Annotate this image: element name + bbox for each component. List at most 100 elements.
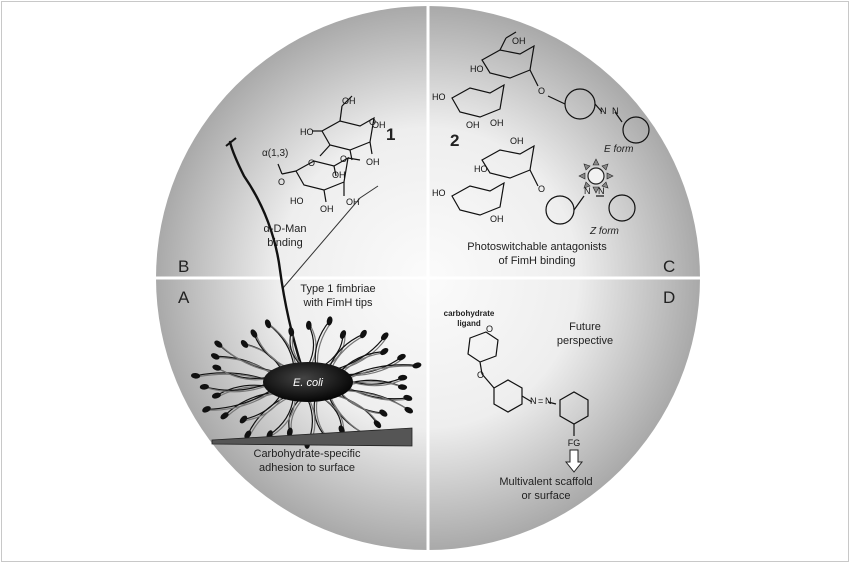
compound-number-1: 1 bbox=[386, 125, 395, 144]
fimh-tip bbox=[397, 353, 406, 361]
fimh-tip bbox=[240, 340, 249, 348]
z-form-label: Z form bbox=[589, 226, 619, 237]
fimbriae-label-line1: Type 1 fimbriae bbox=[300, 283, 375, 295]
e-coli-bacterium bbox=[263, 362, 353, 402]
chem-label: HO bbox=[432, 92, 446, 102]
fimh-tip bbox=[214, 340, 223, 348]
perspective-label-line1: Future bbox=[569, 321, 601, 333]
quadrant-letter-d: D bbox=[663, 288, 675, 307]
fimbria-shadow bbox=[348, 365, 419, 380]
fimh-tip bbox=[359, 329, 367, 339]
chem-label: N bbox=[598, 186, 605, 196]
photoswitch-caption-line2: of FimH binding bbox=[498, 255, 575, 267]
chem-label: N bbox=[545, 396, 552, 406]
fimh-tip bbox=[210, 353, 220, 360]
fimh-tip bbox=[202, 406, 211, 413]
fimh-tip bbox=[288, 327, 295, 337]
chem-label: HO bbox=[474, 164, 488, 174]
adhesion-caption-line2: adhesion to surface bbox=[259, 462, 355, 474]
fimbria bbox=[204, 382, 269, 391]
azobenzene-glycoside-e-form: OH HO HO OH OH O N N bbox=[432, 31, 650, 144]
chem-label: O bbox=[477, 370, 484, 380]
binding-caption-line1: α-D-Man bbox=[263, 223, 306, 235]
scaffold-caption-line1: Multivalent scaffold bbox=[499, 476, 592, 488]
quadrant-letter-b: B bbox=[178, 257, 189, 276]
fimh-tip bbox=[379, 409, 388, 417]
fimh-tip bbox=[190, 372, 201, 379]
adhesion-caption-line1: Carbohydrate-specific bbox=[254, 448, 361, 460]
chem-label: OH bbox=[490, 118, 504, 128]
fimbria-shadow bbox=[208, 389, 275, 411]
carbohydrate-ligand-line1: carbohydrate bbox=[444, 309, 495, 318]
scaffold-caption-line2: or surface bbox=[522, 490, 571, 502]
chem-label: OH bbox=[346, 197, 360, 207]
photoswitch-caption-line1: Photoswitchable antagonists bbox=[467, 241, 607, 253]
fg-label: FG bbox=[568, 438, 581, 448]
fimbria bbox=[269, 397, 294, 436]
chem-label: HO bbox=[470, 64, 484, 74]
fimbria bbox=[314, 320, 331, 366]
adhesion-surface bbox=[211, 427, 413, 447]
chem-label: N bbox=[584, 186, 591, 196]
long-fimbria bbox=[228, 140, 304, 370]
fimh-tip bbox=[397, 384, 408, 390]
fimh-tip bbox=[412, 362, 422, 369]
fimbria bbox=[328, 333, 364, 368]
fimbria-shadow bbox=[349, 378, 405, 387]
chem-label: OH bbox=[490, 214, 504, 224]
fimh-tip bbox=[239, 415, 248, 424]
chem-label: OH bbox=[366, 157, 380, 167]
fimbria bbox=[346, 364, 417, 379]
fimh-tip bbox=[380, 347, 389, 356]
fimbria bbox=[339, 350, 385, 373]
quadrant-letter-c: C bbox=[663, 257, 675, 276]
fimh-tip bbox=[339, 330, 347, 339]
chem-label: = bbox=[538, 396, 543, 406]
e-form-label: E form bbox=[604, 144, 633, 155]
fimh-tip bbox=[220, 412, 229, 420]
fimh-tip bbox=[380, 332, 389, 341]
chem-label: OH bbox=[466, 120, 480, 130]
chem-label: O bbox=[538, 86, 545, 96]
chem-label: OH bbox=[372, 120, 386, 130]
fimh-tip bbox=[211, 392, 221, 399]
carbohydrate-ligand-line2: ligand bbox=[457, 319, 481, 328]
chem-label: O bbox=[486, 324, 493, 334]
down-arrow-icon bbox=[564, 449, 584, 473]
fimbria bbox=[206, 388, 273, 410]
chem-label: O bbox=[369, 117, 376, 127]
fimbria-shadow bbox=[271, 398, 296, 437]
mannose-disaccharide-1: OH HO O OH OH O OH O OH OH O HO bbox=[277, 95, 386, 214]
fimbria-tip-marker bbox=[225, 137, 237, 147]
fimh-tip bbox=[404, 406, 414, 414]
chem-label: O bbox=[340, 154, 347, 164]
fimh-tip bbox=[398, 374, 408, 381]
fimbriae-group bbox=[190, 316, 422, 449]
chem-label: N bbox=[530, 396, 537, 406]
fimh-tip bbox=[250, 329, 258, 338]
linkage-label: α(1,3) bbox=[262, 148, 288, 159]
chem-label: OH bbox=[342, 96, 356, 106]
chem-label: HO bbox=[432, 188, 446, 198]
quadrant-letter-a: A bbox=[178, 288, 190, 307]
fimh-tip bbox=[305, 320, 312, 330]
chem-label: O bbox=[278, 177, 285, 187]
fimbria bbox=[243, 394, 282, 421]
azobenzene-glycoside-z-form: OH HO HO OH O N N bbox=[432, 136, 636, 225]
fimh-tip bbox=[326, 316, 333, 326]
chem-label: OH bbox=[512, 36, 526, 46]
compound-number-2: 2 bbox=[450, 131, 459, 150]
fimbria-shadow bbox=[249, 396, 289, 436]
chem-label: O bbox=[308, 158, 315, 168]
chem-label: OH bbox=[332, 170, 346, 180]
chem-label: N bbox=[612, 106, 619, 116]
light-sun-icon bbox=[578, 158, 614, 194]
chem-label: HO bbox=[300, 127, 314, 137]
fimbria-shadow bbox=[245, 395, 284, 422]
fimbriae-label-line2: with FimH tips bbox=[302, 297, 373, 309]
chem-label: OH bbox=[510, 136, 524, 146]
callout-line bbox=[282, 185, 379, 289]
fimh-tip bbox=[264, 319, 272, 329]
